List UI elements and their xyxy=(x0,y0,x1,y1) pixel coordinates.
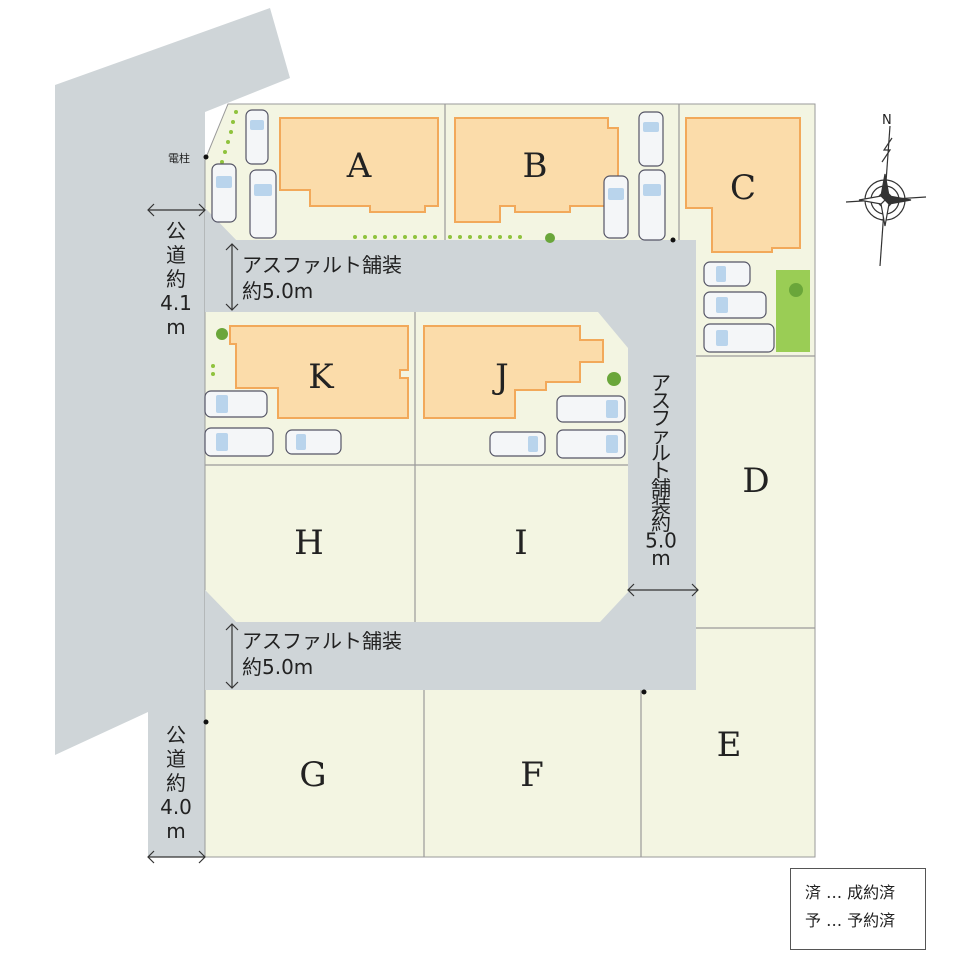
vertical-char: ァ xyxy=(651,424,671,448)
lot-borders xyxy=(205,104,815,857)
lot-label-b: B xyxy=(523,146,548,186)
vertical-char: 約 xyxy=(166,267,186,291)
compass-icon xyxy=(845,125,927,267)
car xyxy=(204,427,274,457)
lot-label-k: K xyxy=(308,357,334,397)
vertical-char: m xyxy=(166,315,185,339)
lot-label-i: I xyxy=(514,523,527,563)
house-j xyxy=(423,325,604,419)
road-top-label-2: 約5.0m xyxy=(242,279,313,303)
car xyxy=(703,261,751,287)
vertical-char: 道 xyxy=(166,747,186,771)
greenery xyxy=(211,110,810,386)
utility-pole-label: 電柱 xyxy=(168,151,190,165)
vertical-char: ア xyxy=(651,371,671,395)
car xyxy=(703,291,767,319)
vertical-char: 約 xyxy=(166,771,186,795)
vertical-char: 4.1 xyxy=(160,291,192,315)
car xyxy=(204,390,268,418)
vertical-char: ト xyxy=(651,459,671,483)
lot-label-d: D xyxy=(742,461,769,501)
house-a xyxy=(279,117,439,213)
car xyxy=(285,429,342,455)
road-top-label-1: アスファルト舗装 xyxy=(242,253,402,277)
hedge-a xyxy=(211,110,522,376)
vertical-char: 公 xyxy=(166,219,186,243)
vertical-char: m xyxy=(651,546,670,570)
vertical-char: フ xyxy=(651,406,671,430)
house-c xyxy=(685,117,801,253)
status-legend: 済 … 成約済 予 … 予約済 xyxy=(790,868,926,950)
car xyxy=(603,175,629,239)
vertical-char: 公 xyxy=(166,723,186,747)
public-road xyxy=(55,8,290,857)
legend-row-reserved: 予 … 予約済 xyxy=(805,911,896,930)
vertical-char: 舗 xyxy=(651,476,671,500)
lot-label-a: A xyxy=(346,146,372,186)
house-k xyxy=(229,325,409,419)
dimension-arrows xyxy=(147,203,699,864)
road-bottom-label-2: 約5.0m xyxy=(242,655,313,679)
vertical-char: 道 xyxy=(166,243,186,267)
compass-north-label: N xyxy=(882,113,892,128)
green-lawn-c xyxy=(776,270,810,352)
lot-label-g: G xyxy=(299,755,326,795)
houses xyxy=(229,117,801,419)
car xyxy=(249,169,277,239)
vertical-char: 5.0 xyxy=(645,529,677,553)
vertical-char: 約 xyxy=(651,511,671,535)
boundary-markers xyxy=(203,154,676,725)
car-windows xyxy=(216,120,728,453)
lot-labels: A B C D E F G H I J K xyxy=(294,146,769,795)
lot-label-f: F xyxy=(520,755,544,795)
house-b xyxy=(454,117,619,223)
road-bottom-label-1: アスファルト舗装 xyxy=(242,629,402,653)
legend-row-sold: 済 … 成約済 xyxy=(805,883,896,902)
vertical-char: 4.0 xyxy=(160,795,192,819)
vertical-char: ス xyxy=(651,389,671,413)
vertical-char: 装 xyxy=(651,494,671,518)
road-labels: アスファルト舗装 約5.0m アスファルト舗装 約5.0m xyxy=(242,253,402,679)
car xyxy=(638,111,664,167)
car xyxy=(245,109,269,165)
vertical-char: ル xyxy=(651,441,671,465)
vertical-char: m xyxy=(166,819,185,843)
lot-label-j: J xyxy=(492,357,509,397)
lot-label-c: C xyxy=(730,168,756,208)
internal-road xyxy=(205,208,696,690)
car xyxy=(703,323,775,353)
lot-label-e: E xyxy=(717,725,742,765)
car xyxy=(211,163,237,223)
lot-label-h: H xyxy=(294,523,324,563)
car xyxy=(638,169,666,241)
